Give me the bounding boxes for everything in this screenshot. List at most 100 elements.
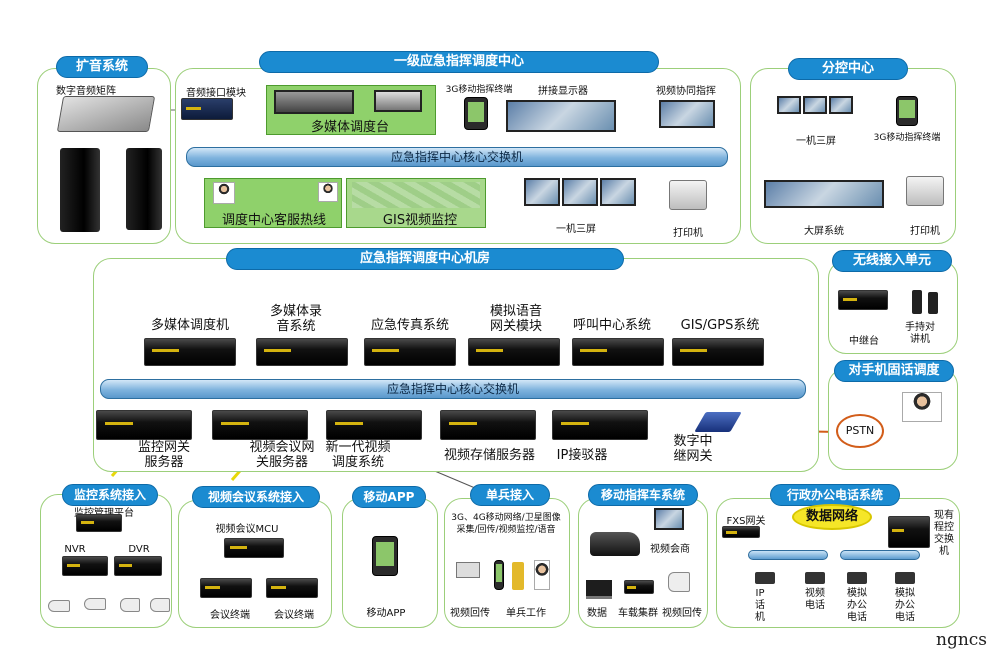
big-screen-label: 大屏系统 xyxy=(804,226,844,237)
soldier-video-return: 视频回传 xyxy=(450,608,490,619)
triple-screen-label: 一机三屏 xyxy=(556,224,596,235)
soldier-person xyxy=(534,560,550,590)
room-bottom-label-2: 视频会议网关服务器 xyxy=(249,440,315,470)
audio-module-label: 音频接口模块 xyxy=(186,88,246,99)
pstn-cloud: PSTN xyxy=(836,414,884,448)
speaker-left xyxy=(60,148,100,232)
room-core-switch: 应急指挥中心核心交换机 xyxy=(100,379,806,399)
branch-triple-label: 一机三屏 xyxy=(796,136,836,147)
data-network-cloud: 数据网络 xyxy=(792,504,872,530)
ip-phone-device xyxy=(755,572,775,584)
room-bottom-label-1: 监控网关服务器 xyxy=(138,440,191,470)
digital-gateway-label: 数字中继网关 xyxy=(673,434,713,464)
triple-screen-left xyxy=(524,178,560,206)
mobile-dispatch-title: 对手机固话调度 xyxy=(834,360,954,382)
office-bus-left xyxy=(748,550,828,560)
room-server-label-2: 多媒体录音系统 xyxy=(269,304,322,334)
mixer-label: 数字音频矩阵 xyxy=(56,86,116,97)
nvr-device xyxy=(62,556,108,576)
soldier-desc: 3G、4G移动网络/卫星图像采集/回传/视频监控/语音 xyxy=(451,513,561,535)
room-server-bottom-4 xyxy=(440,410,536,440)
room-server-bottom-1 xyxy=(96,410,192,440)
camera-2 xyxy=(84,598,106,610)
multimedia-console-label: 多媒体调度台 xyxy=(310,120,389,135)
walkie-device-1 xyxy=(912,290,922,314)
room-server-top-4 xyxy=(468,338,560,366)
analog-phone-2-device xyxy=(895,572,915,584)
fxs-label: FXS网关 xyxy=(726,516,766,527)
room-server-top-5 xyxy=(572,338,664,366)
room-server-label-3: 应急传真系统 xyxy=(370,318,449,333)
vehicle-title: 移动指挥车系统 xyxy=(588,484,698,506)
relay-label: 中继台 xyxy=(849,336,879,347)
analog-phone-1-label: 模拟办公电话 xyxy=(847,588,867,623)
console-phone xyxy=(374,90,422,112)
branch-center-panel xyxy=(750,68,956,244)
conf-terminal-1-device xyxy=(200,578,252,598)
vehicle-return-label: 视频回传 xyxy=(662,608,702,619)
vehicle-laptop xyxy=(586,580,612,599)
phone-user xyxy=(902,392,942,422)
branch-triple-1 xyxy=(777,96,801,114)
room-server-top-6 xyxy=(672,338,764,366)
conf-terminal-1-label: 会议终端 xyxy=(210,610,250,621)
mcu-device xyxy=(224,538,284,558)
mixer-device xyxy=(56,96,156,132)
wireless-title: 无线接入单元 xyxy=(832,250,952,272)
conf-terminal-2-device xyxy=(266,578,318,598)
room-server-bottom-3 xyxy=(326,410,422,440)
video-phone-label: 视频电话 xyxy=(805,588,825,611)
ip-phone-label: IP话机 xyxy=(755,588,765,623)
hotline-operator-left xyxy=(213,182,235,204)
mcu-label: 视频会议MCU xyxy=(215,524,279,535)
gis-map xyxy=(352,182,480,208)
conf-terminal-2-label: 会议终端 xyxy=(274,610,314,621)
office-bus-right xyxy=(840,550,920,560)
room-server-label-6: GIS/GPS系统 xyxy=(680,318,760,333)
branch-center-title: 分控中心 xyxy=(788,58,908,80)
analog-phone-2-label: 模拟办公电话 xyxy=(895,588,915,623)
branch-triple-2 xyxy=(803,96,827,114)
triple-screen-mid xyxy=(562,178,598,206)
camera-3 xyxy=(120,598,140,612)
room-server-label-5: 呼叫中心系统 xyxy=(572,318,651,333)
branch-mobile-label: 3G移动指挥终端 xyxy=(873,133,941,143)
mobile-app-label: 移动APP xyxy=(366,608,406,619)
room-bottom-label-4: 视频存储服务器 xyxy=(444,448,536,463)
room-server-label-4: 模拟语音网关模块 xyxy=(489,304,542,334)
relay-device xyxy=(838,290,888,310)
pbx-label: 现有程控交换机 xyxy=(934,510,954,557)
hotline-operator-right xyxy=(318,182,338,202)
fxs-device xyxy=(722,526,760,538)
video-conf-title: 视频会议系统接入 xyxy=(192,486,320,508)
camera-1 xyxy=(48,600,70,612)
printer-top xyxy=(669,180,707,210)
watermark: ngncs xyxy=(936,630,988,650)
printer-top-label: 打印机 xyxy=(673,228,703,239)
pbx-device xyxy=(888,516,930,548)
splice-display-label: 拼接显示器 xyxy=(538,86,588,97)
room-server-bottom-2 xyxy=(212,410,308,440)
mobile-terminal-device xyxy=(464,97,488,130)
room-server-label-1: 多媒体调度机 xyxy=(150,318,229,333)
room-bottom-label-3: 新一代视频调度系统 xyxy=(325,440,391,470)
monitoring-platform-device xyxy=(76,514,122,532)
command-core-switch: 应急指挥中心核心交换机 xyxy=(186,147,728,167)
vehicle-cluster-label: 车载集群 xyxy=(618,608,658,619)
console-device xyxy=(274,90,354,114)
video-phone-device xyxy=(805,572,825,584)
vehicle-car xyxy=(590,532,640,556)
vehicle-cluster-device xyxy=(624,580,654,594)
vehicle-data-label: 数据 xyxy=(587,608,607,619)
branch-printer-label: 打印机 xyxy=(910,226,940,237)
walkie-device-2 xyxy=(928,292,938,314)
office-phone-title: 行政办公电话系统 xyxy=(770,484,900,506)
mobile-app-title: 移动APP xyxy=(352,486,426,508)
nvr-label: NVR xyxy=(64,544,86,555)
speaker-right xyxy=(126,148,162,230)
splice-display-device xyxy=(506,100,616,132)
monitoring-platform-label: 监控管理平台 xyxy=(74,504,134,519)
mobile-app-device xyxy=(372,536,398,576)
room-server-bottom-5 xyxy=(552,410,648,440)
soldier-device-2 xyxy=(512,562,524,590)
